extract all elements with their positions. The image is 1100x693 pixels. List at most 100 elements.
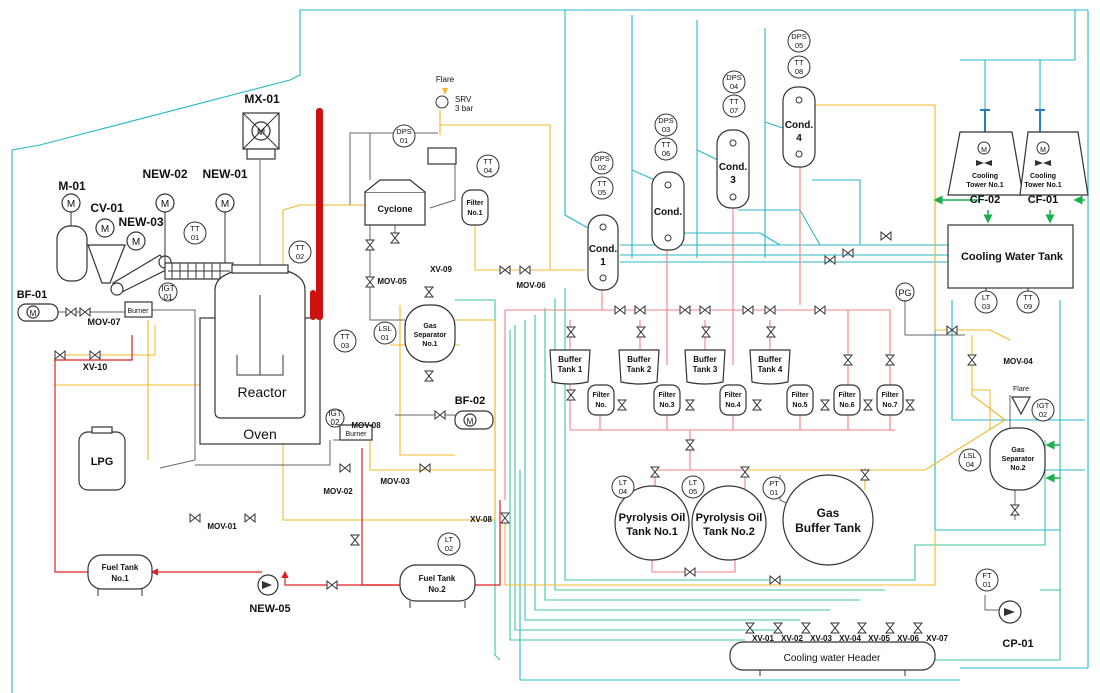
cooling-return-lines (455, 288, 1061, 661)
svg-text:DPS: DPS (791, 32, 806, 41)
svg-text:4: 4 (796, 133, 802, 144)
svg-text:No.5: No.5 (792, 402, 807, 409)
svg-text:Tank No.2: Tank No.2 (703, 526, 755, 538)
filter-no4: Filter No.4 (719, 384, 747, 416)
valve (614, 304, 626, 316)
svg-text:XV-08: XV-08 (470, 515, 492, 524)
filter-no7: Filter No.7 (876, 384, 904, 416)
svg-text:04: 04 (484, 166, 492, 175)
svg-text:LSL: LSL (963, 451, 976, 460)
svg-text:05: 05 (795, 41, 803, 50)
valve (519, 264, 531, 276)
svg-text:NEW-01: NEW-01 (202, 167, 247, 181)
cooling-tower-cf01: M Cooling Tower No.1 CF-01 (1019, 131, 1089, 206)
svg-text:LT: LT (445, 535, 454, 544)
valve (326, 579, 338, 591)
burner-2: Burner IGT 02 MOV-08 MOV-03 MOV-02 MOV-0… (207, 408, 410, 531)
svg-text:07: 07 (730, 106, 738, 115)
svg-text:Buffer: Buffer (693, 355, 717, 364)
valve (684, 399, 696, 411)
valve (423, 286, 435, 298)
svg-text:IGT: IGT (161, 284, 174, 293)
svg-text:Fuel Tank: Fuel Tank (419, 574, 456, 583)
valve (565, 389, 577, 401)
svg-text:MOV-02: MOV-02 (323, 487, 353, 496)
svg-text:NEW-03: NEW-03 (118, 215, 163, 229)
svg-text:MOV-04: MOV-04 (1003, 357, 1033, 366)
svg-text:No.2: No.2 (428, 585, 446, 594)
svg-text:Buffer Tank: Buffer Tank (795, 521, 861, 535)
svg-text:LSL: LSL (378, 324, 391, 333)
xv-label: XV-06 (897, 634, 919, 643)
valve (884, 622, 896, 634)
buffer-tank-2: Buffer Tank 2 (618, 349, 660, 385)
svg-text:No.: No. (595, 402, 606, 409)
svg-text:TT: TT (1023, 293, 1033, 302)
valve (349, 534, 361, 546)
valves (54, 230, 1021, 634)
svg-text:DPS: DPS (658, 116, 673, 125)
pyrolysis-oil-tank-no1: Pyrolysis Oil Tank No.1 (614, 485, 690, 561)
svg-text:TT: TT (794, 58, 804, 67)
valve (634, 304, 646, 316)
reactor-oven: Reactor Oven (199, 264, 321, 445)
valve (842, 247, 854, 259)
valve (829, 622, 841, 634)
svg-text:Tank 4: Tank 4 (758, 365, 783, 374)
cooling-water-tank: Cooling Water Tank (947, 224, 1074, 293)
svg-text:Filter: Filter (592, 392, 609, 399)
screw-feeder (164, 212, 234, 280)
valve (842, 354, 854, 366)
svg-text:CV-01: CV-01 (90, 201, 124, 215)
svg-text:M: M (101, 224, 109, 235)
svg-text:TT: TT (597, 179, 607, 188)
svg-text:Filter: Filter (466, 200, 483, 207)
svg-text:Gas: Gas (1011, 447, 1024, 454)
svg-text:BF-01: BF-01 (17, 289, 48, 301)
valve (742, 304, 754, 316)
pyrolysis-oil-tank-no2: Pyrolysis Oil Tank No.2 (691, 485, 767, 561)
svg-text:Filter: Filter (724, 392, 741, 399)
svg-text:M: M (30, 309, 37, 318)
svg-text:3 bar: 3 bar (455, 104, 474, 113)
buffer-tank-4: Buffer Tank 4 (749, 349, 791, 385)
valve (966, 354, 978, 366)
svg-text:PG: PG (898, 288, 911, 298)
svg-text:SRV: SRV (455, 95, 472, 104)
valve (856, 622, 868, 634)
valve (751, 399, 763, 411)
svg-text:Flare: Flare (1013, 386, 1029, 393)
svg-text:02: 02 (331, 418, 340, 427)
svg-text:LT: LT (689, 478, 698, 487)
svg-text:Cond.: Cond. (589, 244, 618, 255)
svg-text:M: M (1040, 147, 1046, 154)
valve (699, 304, 711, 316)
svg-text:Tank 2: Tank 2 (627, 365, 652, 374)
buffer-tanks: Buffer Tank 1 Buffer Tank 2 Buffer Tank … (549, 349, 791, 385)
svg-text:LT: LT (619, 478, 628, 487)
svg-text:Burner: Burner (345, 431, 367, 438)
cooling-water-header: Cooling water Header (729, 641, 936, 676)
svg-text:No.3: No.3 (659, 402, 674, 409)
valve (912, 622, 924, 634)
svg-text:NEW-05: NEW-05 (249, 603, 290, 615)
valve (764, 304, 776, 316)
blower-bf02: BF-02 M (454, 395, 494, 430)
svg-text:M: M (257, 127, 265, 138)
svg-text:04: 04 (966, 460, 974, 469)
instruments: TT01TT02TT03TT04TT05TT06TT07TT08TT09IGT0… (183, 29, 1055, 592)
svg-text:XV-09: XV-09 (430, 265, 452, 274)
svg-text:06: 06 (662, 149, 670, 158)
svg-text:Cooling water Header: Cooling water Header (784, 653, 881, 664)
filters: Filter No. Filter No.3 Filter No.4 Filte… (587, 384, 904, 416)
svg-text:IGT: IGT (328, 409, 341, 418)
